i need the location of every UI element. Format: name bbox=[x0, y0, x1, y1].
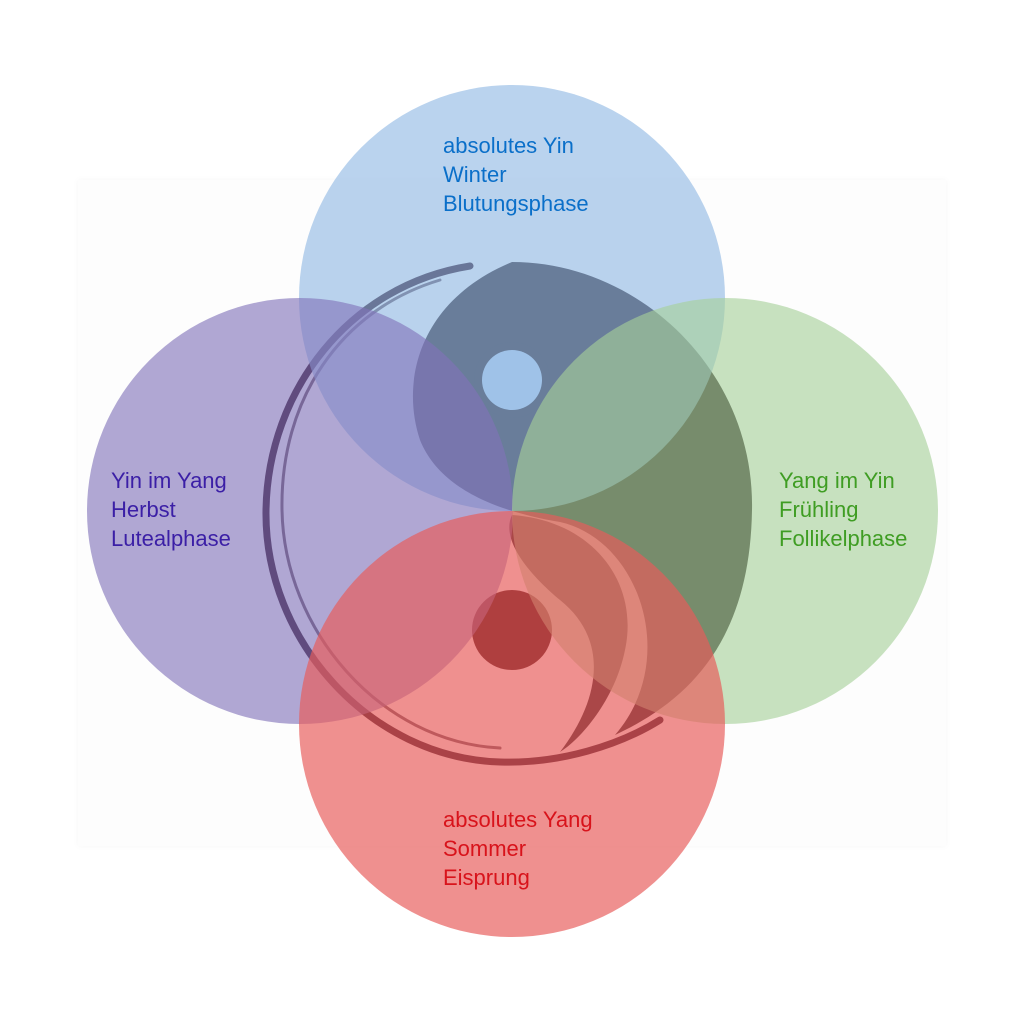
winter-label-line1: absolutes Yin bbox=[443, 133, 574, 158]
summer-label-line2: Sommer bbox=[443, 836, 527, 861]
summer-label: absolutes Yang Sommer Eisprung bbox=[443, 805, 593, 892]
spring-label-line3: Follikelphase bbox=[779, 526, 908, 551]
winter-label-line3: Blutungsphase bbox=[443, 191, 589, 216]
autumn-label-line1: Yin im Yang bbox=[111, 468, 227, 493]
summer-label-line3: Eisprung bbox=[443, 865, 530, 890]
spring-label: Yang im Yin Frühling Follikelphase bbox=[779, 466, 907, 553]
autumn-label: Yin im Yang Herbst Lutealphase bbox=[111, 466, 231, 553]
winter-label: absolutes Yin Winter Blutungsphase bbox=[443, 131, 589, 218]
spring-label-line2: Frühling bbox=[779, 497, 859, 522]
autumn-label-line3: Lutealphase bbox=[111, 526, 231, 551]
spring-label-line1: Yang im Yin bbox=[779, 468, 895, 493]
autumn-label-line2: Herbst bbox=[111, 497, 176, 522]
summer-label-line1: absolutes Yang bbox=[443, 807, 593, 832]
winter-label-line2: Winter bbox=[443, 162, 507, 187]
summer-circle bbox=[299, 511, 725, 937]
